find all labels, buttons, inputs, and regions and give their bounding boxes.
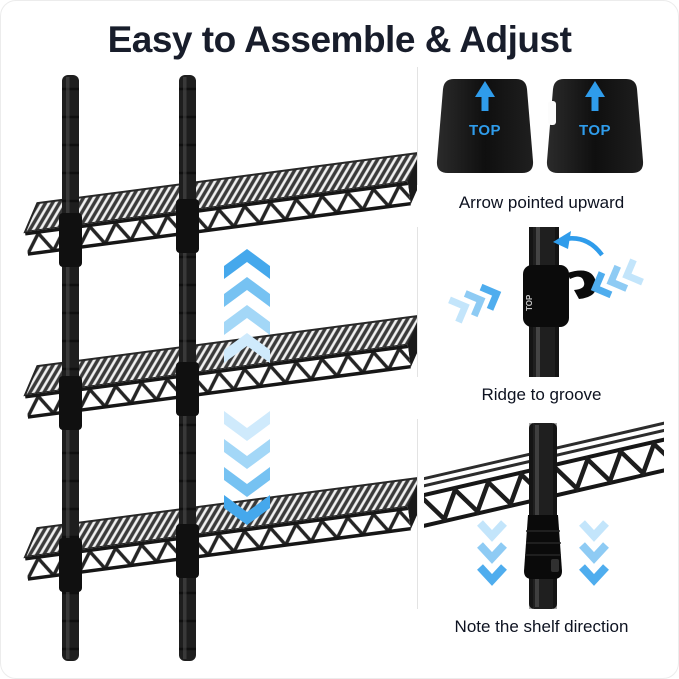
clip-on-pole-graphic: TOP [448,227,644,377]
top-label-right: TOP [579,122,611,139]
left-chevrons-icon [448,283,502,324]
clip-top-label: TOP [525,294,534,311]
adjust-down-arrows [224,411,270,525]
panel-arrow-upward: TOP TOP Arrow pointed upward [417,67,666,213]
groove-notch [548,101,556,125]
panel-ridge-to-groove-figure: TOP [417,227,666,377]
right-chevrons-icon [590,258,644,299]
panel-caption: Note the shelf direction [454,617,629,636]
left-down-chevrons-icon [477,520,507,586]
right-sleeve-half [546,79,644,173]
page-title: Easy to Assemble & Adjust [107,19,572,60]
shelving-unit-graphic [20,75,417,661]
pole-sleeves [59,199,199,592]
up-arrow-icon [475,81,605,111]
shelf-corner-graphic [424,421,664,609]
panel-shelf-direction-figure [417,419,666,609]
snap-clip: TOP [523,265,597,327]
instruction-panels: TOP TOP Arrow pointed upward [417,67,666,663]
rotate-arrow-icon [553,231,604,257]
panel-shelf-direction: Note the shelf direction [417,419,666,637]
main-content: TOP TOP Arrow pointed upward [1,63,678,663]
top-label-left: TOP [469,122,501,139]
panel-caption: Arrow pointed upward [458,193,625,212]
panel-caption: Ridge to groove [481,385,602,404]
shelving-unit-illustration [7,63,417,663]
panel-arrow-upward-figure: TOP TOP [417,67,666,185]
sleeve-notch [551,559,559,572]
panel-ridge-to-groove: TOP [417,227,666,405]
right-down-chevrons-icon [579,520,609,586]
pole-sleeve [524,515,562,579]
sleeve-halves-graphic: TOP TOP [436,79,644,173]
adjust-up-arrows [224,249,270,363]
